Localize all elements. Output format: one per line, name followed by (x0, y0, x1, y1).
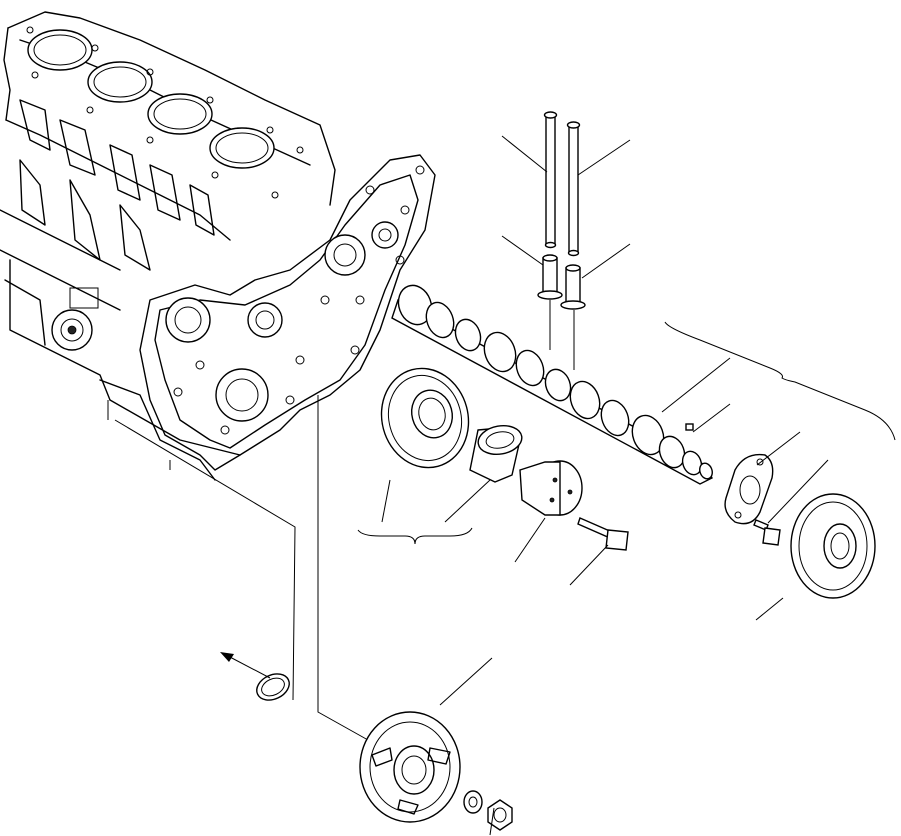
idler-bushing (469, 424, 523, 483)
housing-bore (371, 221, 399, 249)
engine-block (0, 11, 436, 481)
woodruff-key (685, 423, 694, 431)
cylinder-bore (27, 29, 93, 71)
camshaft (391, 284, 713, 485)
callout-leaders (381, 135, 829, 836)
idler-group-brace (357, 527, 473, 545)
alignment-lines (107, 300, 575, 741)
drive-gear (359, 711, 461, 823)
housing-bore (165, 297, 211, 343)
cylinder-bore (87, 61, 153, 103)
idler-shaft (519, 460, 583, 516)
direction-arrow (220, 652, 271, 679)
idler-gear (380, 367, 470, 469)
o-ring (256, 673, 290, 701)
cylinder-bore (209, 127, 275, 169)
housing-bore (215, 368, 269, 422)
camshaft-group-brace (664, 321, 896, 441)
nut (487, 799, 513, 831)
thrust-plate (724, 453, 774, 525)
idler-bolt (577, 517, 629, 551)
camshaft-gear (790, 493, 876, 599)
push-rod (566, 121, 581, 257)
housing-bore (324, 234, 366, 276)
push-rod (543, 111, 558, 249)
tappet (537, 254, 563, 300)
washer (463, 790, 483, 814)
housing-bore (247, 302, 283, 338)
thrust-plate-bolt (753, 519, 781, 546)
cylinder-bore (147, 93, 213, 135)
tappet (560, 264, 586, 310)
